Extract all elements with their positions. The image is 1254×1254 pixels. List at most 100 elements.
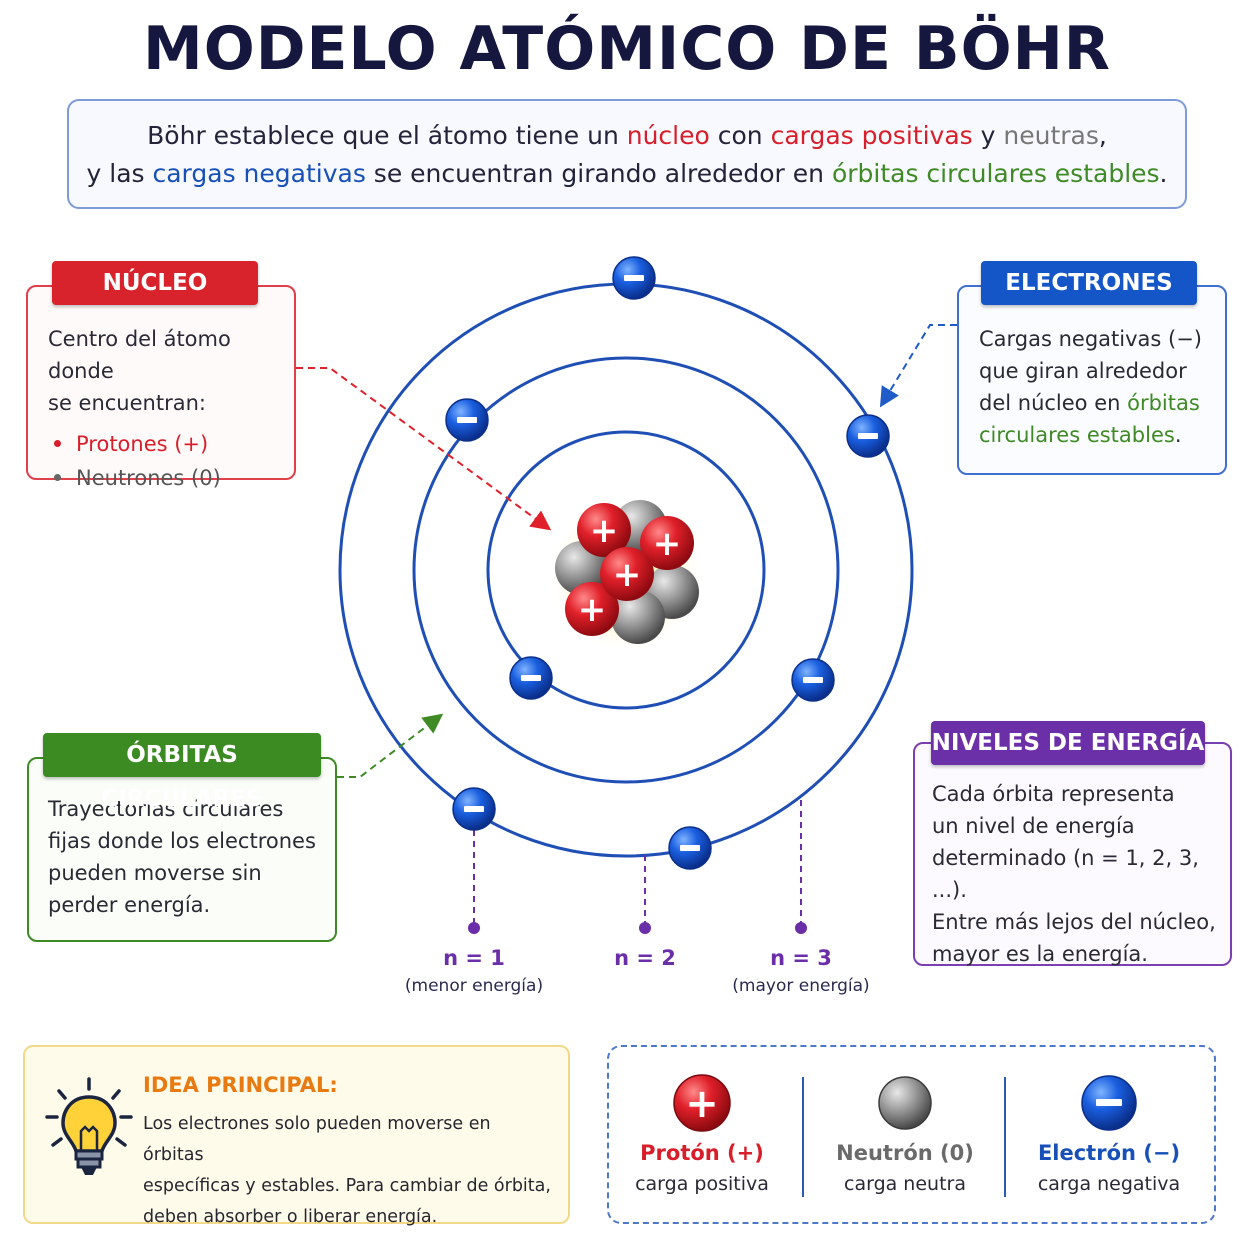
electron — [791, 658, 835, 702]
electrones-tag: ELECTRONES — [981, 261, 1197, 305]
intro-text: Böhr establece que el átomo tiene un — [147, 121, 627, 150]
electrones-body: Cargas negativas (−) que giran alrededor… — [979, 323, 1219, 451]
level-dot-n2 — [639, 922, 651, 934]
niveles-text: Entre más lejos del núcleo, — [932, 910, 1216, 934]
electron — [668, 826, 712, 870]
proton-plus-sign: + — [578, 590, 607, 630]
legend-icons: + — [673, 1074, 1137, 1132]
list-item: Neutrones (0) — [48, 461, 293, 495]
level-dot-n3 — [795, 922, 807, 934]
idea-line: deben absorber o liberar energía. — [143, 1207, 438, 1227]
electron — [846, 414, 890, 458]
proton-plus-sign: + — [685, 1081, 719, 1127]
legend-neutron-name: Neutrón (0) — [836, 1141, 974, 1165]
legend-neutron-desc: carga neutra — [844, 1173, 966, 1195]
level-sub-n3: (mayor energía) — [732, 976, 870, 996]
orbitas-text: fijas donde los electrones — [48, 829, 316, 853]
intro-highlight-negative: cargas negativas — [152, 159, 366, 188]
orbitas-tag: ÓRBITAS CIRCULARES — [43, 733, 321, 812]
legend-proton-name: Protón (+) — [640, 1141, 764, 1165]
niveles-text: Cada órbita representa — [932, 782, 1175, 806]
electron — [445, 398, 489, 442]
electron — [612, 256, 656, 300]
proton-plus-sign: + — [613, 555, 642, 595]
idea-text: Los electrones solo pueden moverse en ór… — [143, 1109, 553, 1233]
electrones-arrow — [879, 324, 957, 408]
nucleo-item-protons: Protones (+) — [76, 432, 209, 456]
electron-icon — [1081, 1075, 1137, 1131]
electrones-highlight: órbitas — [1127, 391, 1200, 415]
idea-title: IDEA PRINCIPAL: — [143, 1073, 338, 1097]
intro-highlight-nucleo: núcleo — [626, 121, 710, 150]
intro-text: y las — [86, 159, 153, 188]
orbitas-arrow — [337, 713, 444, 778]
legend-box: + Protón (+) carga positiva Neutrón (0) … — [607, 1045, 1216, 1224]
level-sub-n1: (menor energía) — [404, 976, 544, 996]
nucleo-text: Centro del átomo donde — [48, 327, 231, 383]
nucleo-list: Protones (+) Neutrones (0) — [48, 427, 293, 495]
electrones-text: . — [1174, 423, 1182, 447]
intro-line-1: Böhr establece que el átomo tiene un núc… — [69, 117, 1185, 155]
orbitas-body: Trayectorias circulares fijas donde los … — [48, 793, 333, 921]
intro-highlight-orbits: órbitas circulares estables — [831, 159, 1160, 188]
nucleo-item-neutrons: Neutrones (0) — [76, 466, 221, 490]
orbitas-box: Trayectorias circulares fijas donde los … — [27, 757, 337, 942]
legend-divider — [1004, 1077, 1006, 1197]
legend-electron-name: Electrón (−) — [1037, 1141, 1181, 1165]
orbitas-text: perder energía. — [48, 893, 211, 917]
nucleo-tag: NÚCLEO — [52, 261, 258, 305]
bullet-icon — [54, 474, 61, 481]
niveles-text: mayor es la energía. — [932, 942, 1148, 966]
proton-particle — [577, 503, 631, 557]
nucleus — [555, 500, 699, 644]
orbit-n1 — [486, 430, 766, 710]
orbitas-text: Trayectorias circulares — [48, 793, 333, 825]
electrones-text: del núcleo en órbitas — [979, 387, 1219, 419]
intro-box: Böhr establece que el átomo tiene un núc… — [67, 99, 1187, 209]
intro-text: , — [1098, 121, 1107, 150]
legend-proton-desc: carga positiva — [635, 1173, 769, 1195]
proton-particle — [640, 516, 694, 570]
level-dot-n1 — [468, 922, 480, 934]
level-label-n3: n = 3 — [770, 946, 832, 970]
intro-text: . — [1159, 159, 1168, 188]
page-title: MODELO ATÓMICO DE BÖHR — [143, 14, 1111, 84]
niveles-tag: NIVELES DE ENERGÍA — [931, 721, 1205, 765]
orbit-n2 — [412, 356, 840, 784]
idea-box: IDEA PRINCIPAL: Los electrones solo pued… — [23, 1045, 570, 1227]
electrones-text: Cargas negativas (−) — [979, 327, 1203, 351]
legend-electron-desc: carga negativa — [1037, 1173, 1181, 1195]
proton-plus-sign: + — [590, 511, 619, 551]
neutron-icon — [878, 1076, 932, 1130]
nucleo-text: se encuentran: — [48, 391, 206, 415]
intro-highlight-neutral: neutras — [1003, 121, 1099, 150]
orbitas-text: pueden moverse sin — [48, 861, 262, 885]
level-label-n1: n = 1 — [443, 946, 505, 970]
bullet-icon — [54, 440, 61, 447]
legend-divider — [802, 1077, 804, 1197]
niveles-text: determinado (n = 1, 2, 3, ...). — [932, 846, 1199, 902]
neutron-particle — [611, 590, 665, 644]
intro-highlight-positive: cargas positivas — [770, 121, 973, 150]
idea-line: específicas y estables. Para cambiar de … — [143, 1176, 551, 1196]
proton-particle — [565, 582, 619, 636]
proton-particle — [600, 547, 654, 601]
electrones-text: del núcleo en — [979, 391, 1128, 415]
electrons — [445, 256, 890, 870]
electrones-text: circulares estables. — [979, 419, 1219, 451]
nucleo-body: Centro del átomo donde se encuentran: Pr… — [48, 323, 293, 495]
electrones-highlight: circulares estables — [979, 423, 1175, 447]
niveles-text: un nivel de energía — [932, 814, 1135, 838]
electrones-box: Cargas negativas (−) que giran alrededor… — [957, 285, 1227, 475]
lightbulb-icon — [45, 1077, 133, 1175]
proton-plus-sign: + — [653, 524, 682, 564]
electrones-text: que giran alrededor — [979, 359, 1187, 383]
niveles-box: Cada órbita representa un nivel de energ… — [913, 742, 1232, 966]
proton-icon: + — [673, 1074, 731, 1132]
intro-text: y — [972, 121, 1004, 150]
intro-text: con — [709, 121, 771, 150]
electron — [452, 787, 496, 831]
nucleo-box: Centro del átomo donde se encuentran: Pr… — [26, 285, 296, 490]
intro-line-2: y las cargas negativas se encuentran gir… — [69, 155, 1185, 193]
